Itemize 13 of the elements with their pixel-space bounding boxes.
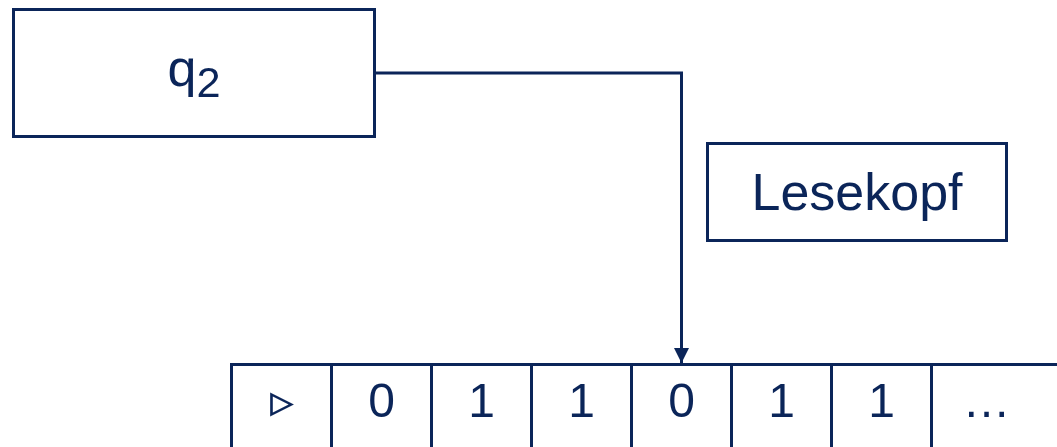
label-box xyxy=(706,142,1008,242)
cell-symbol: 1 xyxy=(868,377,895,425)
cell-symbol: 0 xyxy=(368,377,395,425)
state-label: q$_{2}$ xyxy=(167,41,221,105)
arrow xyxy=(376,71,689,363)
state-box xyxy=(12,8,376,138)
tape-cell xyxy=(230,363,333,447)
cell-symbol: 1 xyxy=(568,377,595,425)
cell-symbol: 0 xyxy=(668,377,695,425)
cell-symbol: 1 xyxy=(468,377,495,425)
cell-symbol: … xyxy=(962,377,1011,425)
cell-symbol: ▹ xyxy=(269,377,294,425)
cell-symbol: 1 xyxy=(768,377,795,425)
